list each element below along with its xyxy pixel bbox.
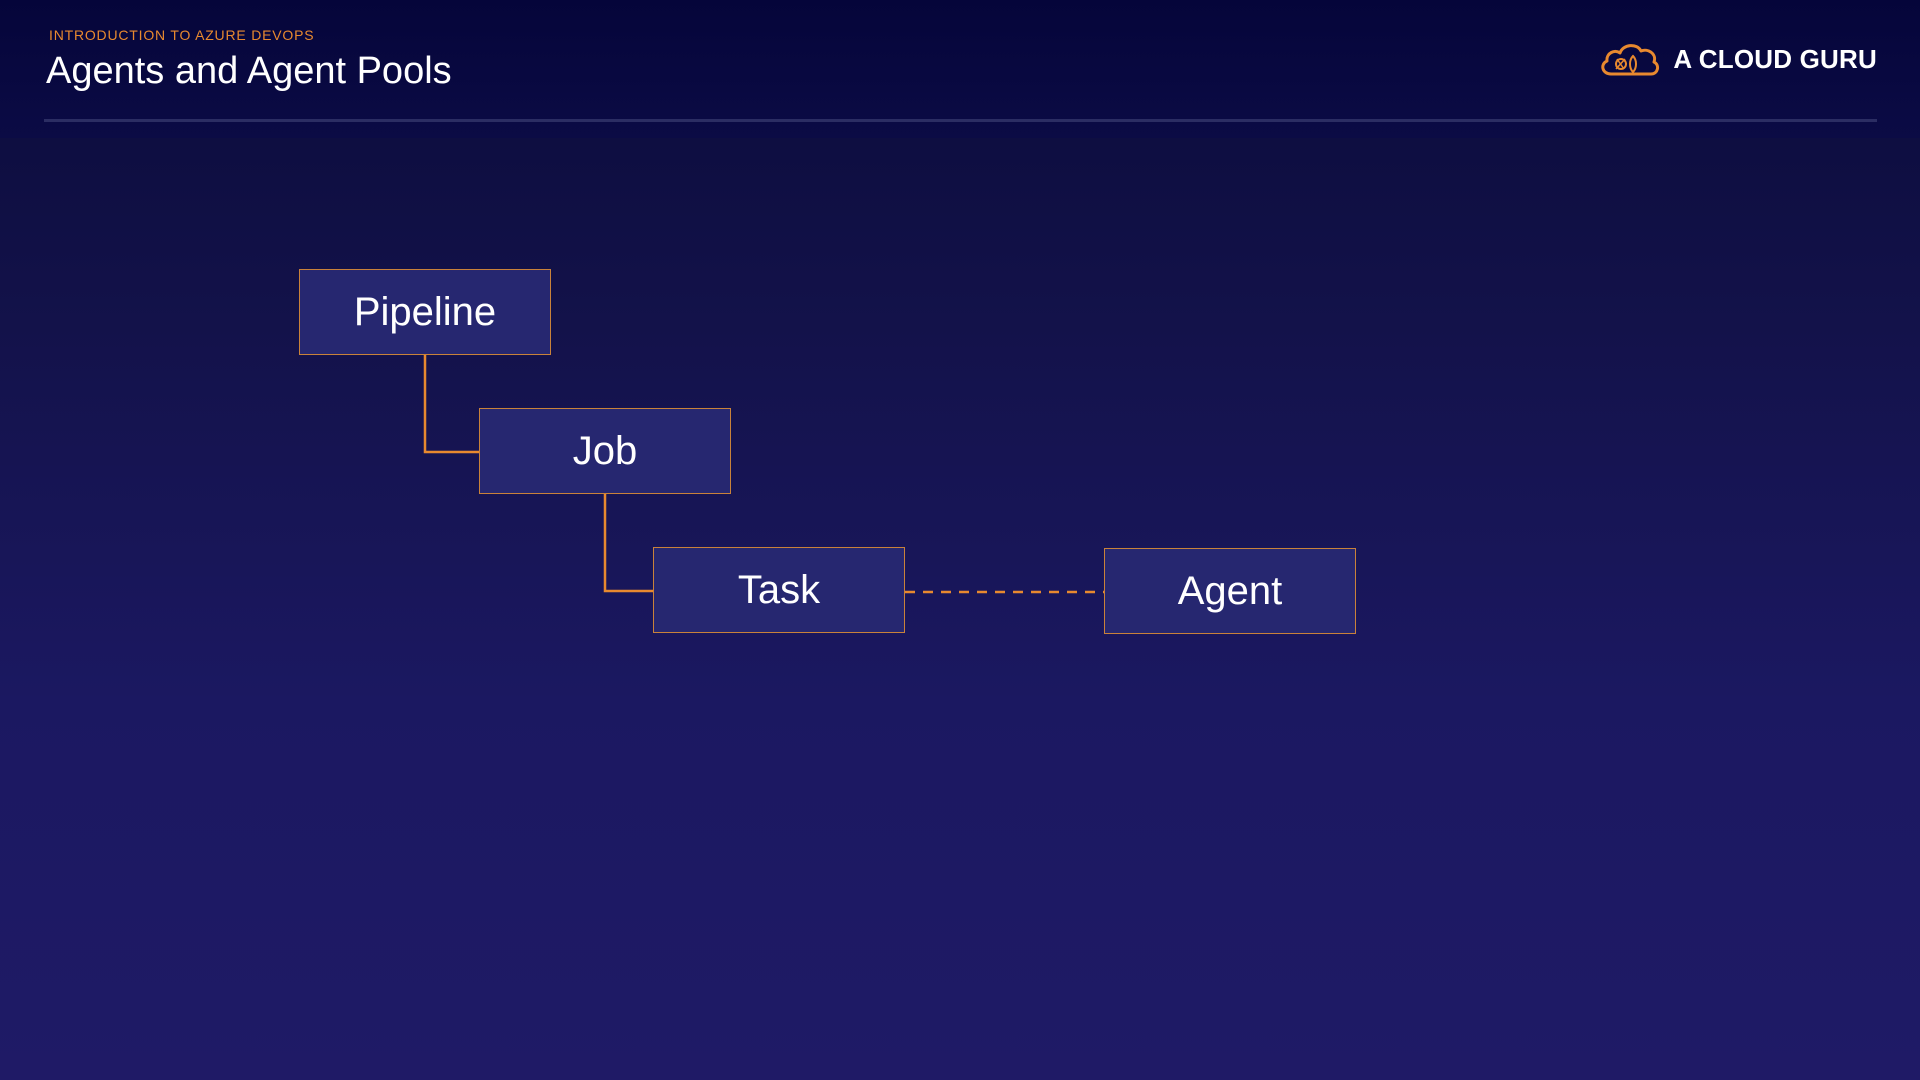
connector-pipeline-job (423, 355, 479, 454)
connector-job-task (603, 494, 653, 593)
brand-logo: A CLOUD GURU (1597, 36, 1877, 82)
slide-title: Agents and Agent Pools (46, 50, 452, 92)
node-agent: Agent (1104, 548, 1356, 634)
cloud-icon (1601, 44, 1660, 76)
brand-name: A CLOUD GURU (1673, 43, 1877, 74)
node-pipeline: Pipeline (299, 269, 551, 355)
course-label: INTRODUCTION TO AZURE DEVOPS (49, 27, 315, 43)
node-job: Job (479, 408, 731, 494)
node-task: Task (653, 547, 905, 633)
header-divider (44, 119, 1877, 122)
slide-header: INTRODUCTION TO AZURE DEVOPS Agents and … (0, 0, 1920, 138)
